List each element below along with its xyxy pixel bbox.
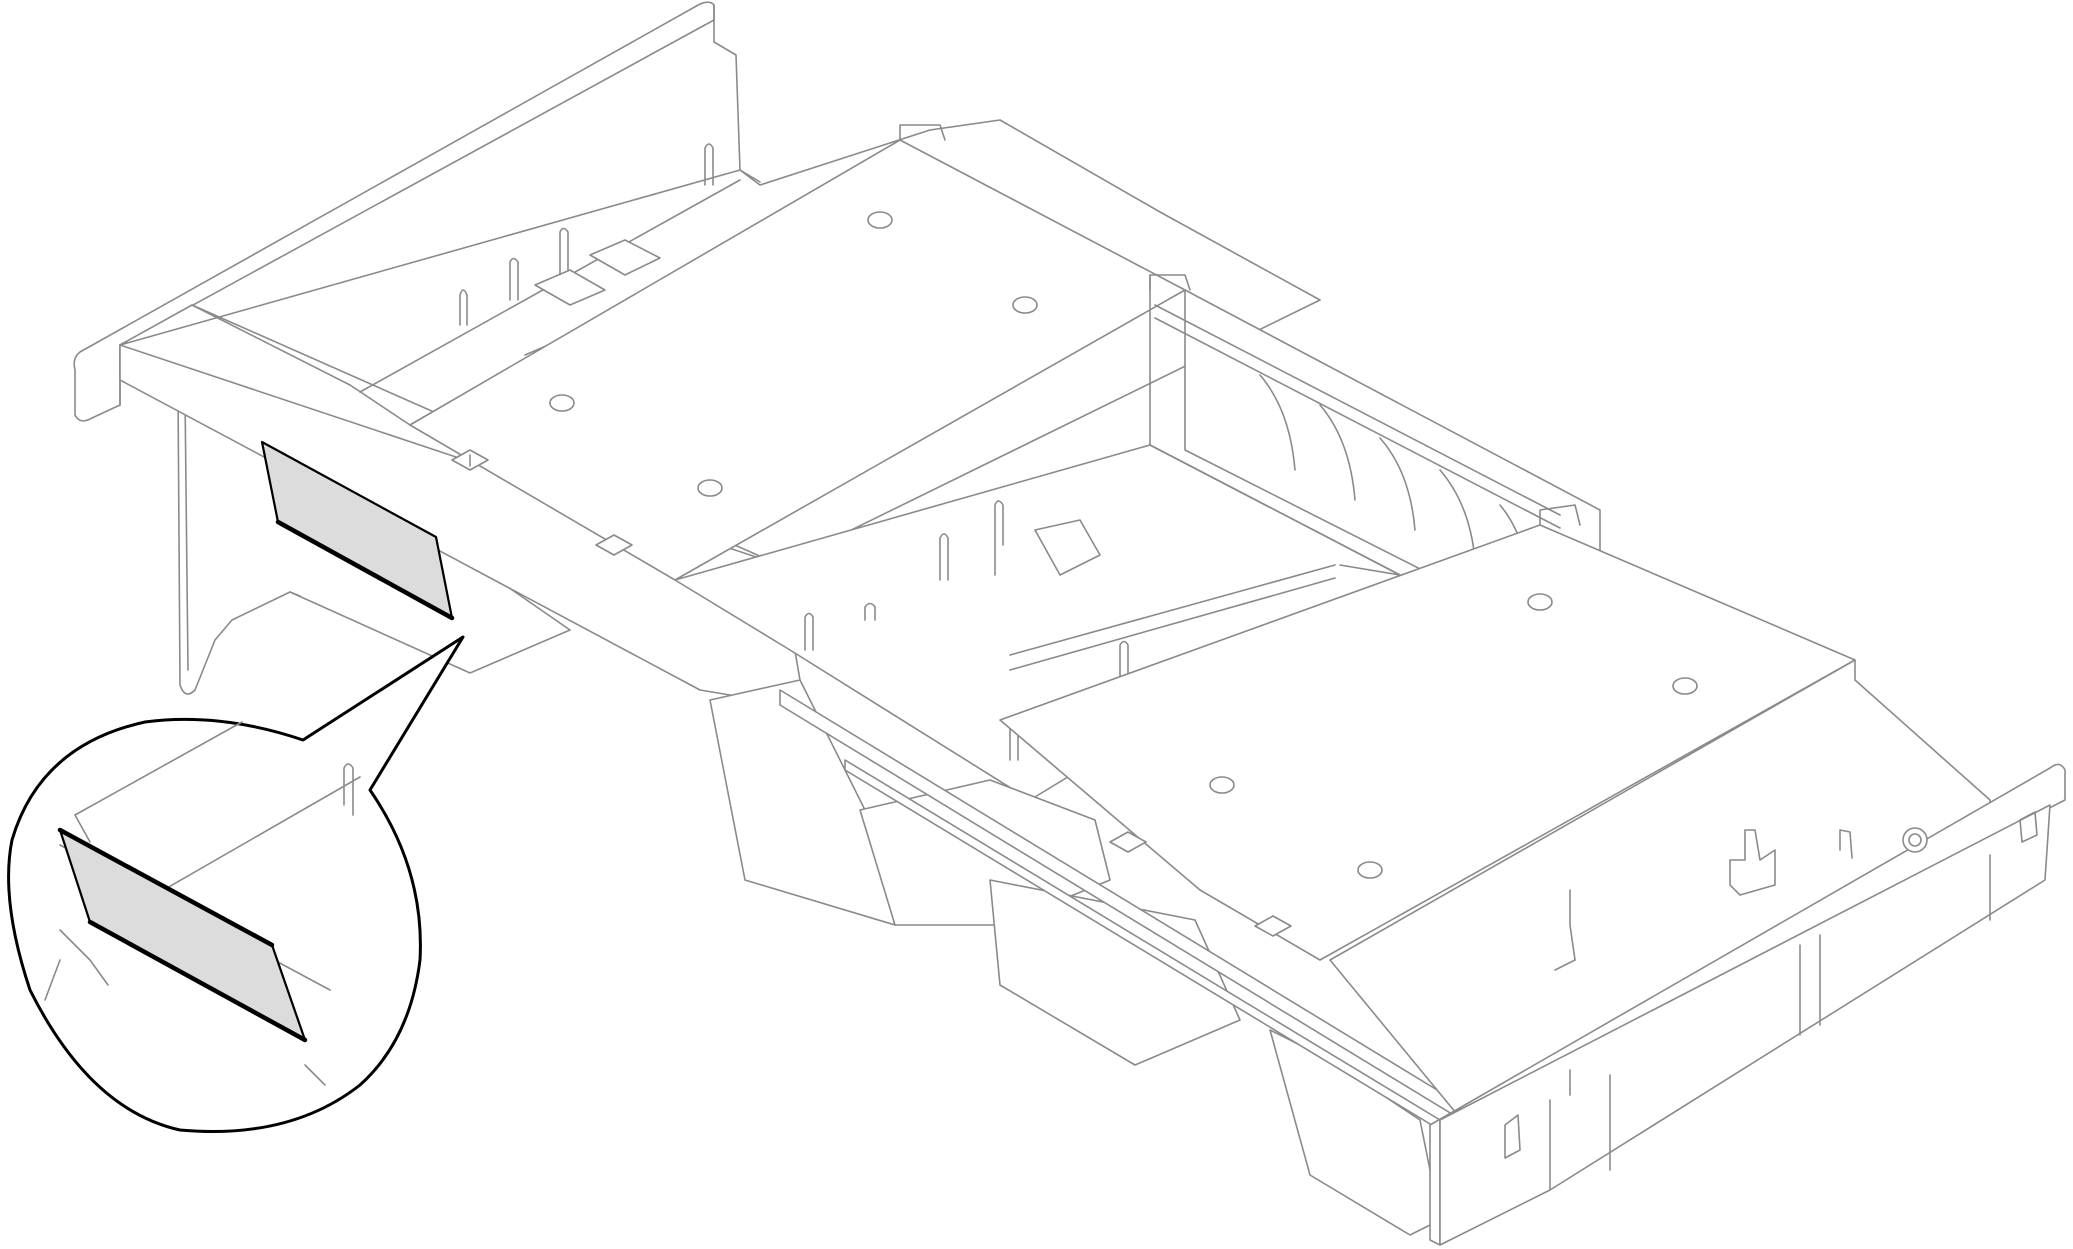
highlighted-pad bbox=[260, 440, 455, 621]
right-raised-deck bbox=[999, 504, 1856, 961]
callout-magnifier bbox=[7, 635, 465, 1134]
right-front-section bbox=[1329, 659, 2066, 1246]
alignment-slots bbox=[451, 449, 1292, 937]
mounting-holes bbox=[549, 211, 1698, 879]
left-pocket-details bbox=[459, 143, 714, 356]
